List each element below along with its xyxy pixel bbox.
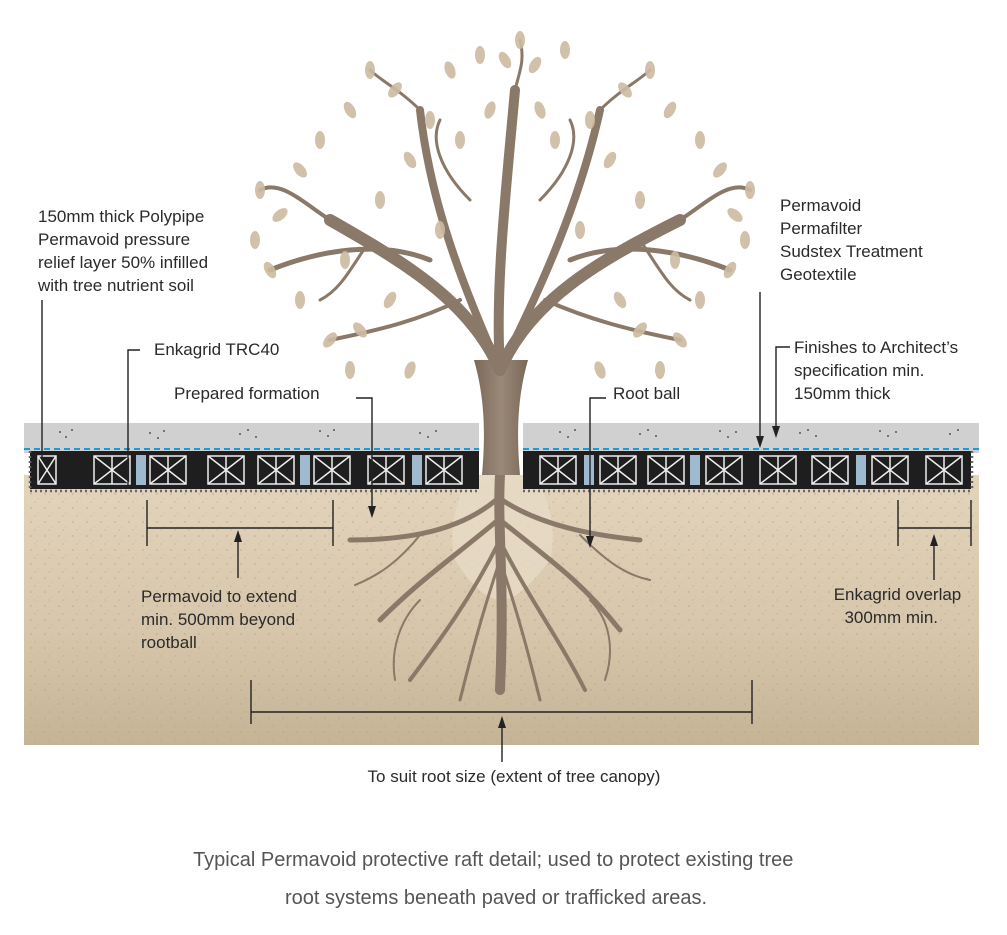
label-root-size: To suit root size (extent of tree canopy… [368,767,661,786]
label-permafilter: Permavoid Permafilter Sudstex Treatment … [780,196,927,284]
dimension-root-size [250,680,753,762]
enkagrid-leader [127,349,140,488]
leader-lines [41,292,790,548]
permavoid-raft-right [523,451,971,489]
prepared-formation-leader [356,397,373,510]
label-prepared-formation: Prepared formation [174,384,320,403]
roots [347,470,651,702]
label-extend: Permavoid to extend min. 500mm beyond ro… [141,587,302,652]
label-enkagrid: Enkagrid TRC40 [154,340,279,359]
permafilter-arrow [756,436,764,448]
dimension-extend [146,500,334,578]
prepared-formation-arrow [368,506,376,518]
label-root-ball: Root ball [613,384,680,403]
caption: Typical Permavoid protective raft detail… [193,849,799,909]
finishes-arrow [772,426,780,438]
label-overlap: Enkagrid overlap 300mm min. [834,585,966,627]
permavoid-raft-left [30,451,479,489]
finishes-leader [775,346,790,430]
tree-trunk [474,360,528,475]
root-ball-leader [589,397,606,540]
tree-branches [258,38,752,376]
label-finishes: Finishes to Architect’s specification mi… [794,338,963,403]
tree-leaves [250,31,755,379]
root-ball-arrow [586,536,594,548]
enkagrid-layer [28,451,974,493]
dimension-overlap [897,500,972,580]
label-polypipe: 150mm thick Polypipe Permavoid pressure … [37,207,213,295]
